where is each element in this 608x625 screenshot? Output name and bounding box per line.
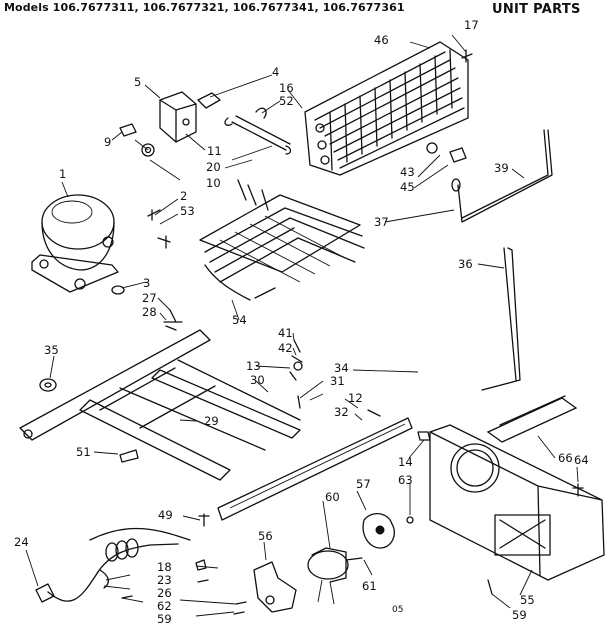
callout-23: 23: [157, 573, 172, 587]
page-code: 05: [392, 605, 404, 615]
callout-46: 46: [374, 33, 389, 47]
callout-59-right: 59: [512, 608, 527, 622]
callout-66: 66: [558, 451, 573, 465]
callout-35: 35: [44, 343, 59, 357]
bracket-part-56: [253, 561, 297, 613]
callout-27: 27: [142, 291, 157, 305]
wire-part-18-23-26: [89, 527, 209, 599]
bracket-part-4: [197, 92, 221, 109]
callout-29: 29: [204, 414, 219, 428]
relay-box-part-5: [159, 91, 197, 143]
rail-part-32: [217, 417, 413, 521]
tube-part-37: [451, 129, 553, 223]
screws-parts-62-59: [233, 601, 247, 615]
callout-10: 10: [206, 176, 221, 190]
callout-45: 45: [400, 180, 415, 194]
callout-24: 24: [14, 535, 29, 549]
evaporator-part-54: [199, 179, 365, 301]
grommet-part-3: [111, 285, 125, 295]
callout-14: 14: [398, 455, 413, 469]
callout-59-left: 59: [157, 612, 172, 625]
callout-leaders: [25, 34, 579, 617]
callout-52: 52: [279, 94, 294, 108]
screw-part-59-right: [487, 579, 493, 595]
washer-part-63: [406, 516, 414, 524]
grommet-part-10: [141, 143, 155, 157]
clip-part-43-45: [426, 142, 467, 163]
callout-39: 39: [494, 161, 509, 175]
callout-labels: 1 2 3 4 5 9 10 11 12 13 14 16 17 18 20 2…: [14, 18, 589, 625]
clip-part-14: [417, 431, 431, 441]
compressor-part-1: [31, 194, 119, 293]
clip-part-51: [119, 449, 139, 463]
diagram-title: UNIT PARTS: [492, 2, 581, 17]
condenser-part-46: [304, 41, 469, 176]
callout-30: 30: [250, 373, 265, 387]
callout-49: 49: [158, 508, 173, 522]
screw-part-12: [367, 409, 381, 417]
callout-11: 11: [207, 144, 222, 158]
callout-18: 18: [157, 560, 172, 574]
callout-53: 53: [180, 204, 195, 218]
callout-63: 63: [398, 473, 413, 487]
screw-part-53: [157, 235, 171, 249]
screw-part-27-28: [163, 309, 183, 331]
callout-56: 56: [258, 529, 273, 543]
screws-parts-41-42-13-31: [289, 339, 303, 409]
callout-12: 12: [348, 391, 363, 405]
callout-42: 42: [278, 341, 293, 355]
callout-26: 26: [157, 586, 172, 600]
callout-34: 34: [334, 361, 349, 375]
callout-60: 60: [325, 490, 340, 504]
callout-62: 62: [157, 599, 172, 613]
callout-3: 3: [143, 276, 150, 290]
callout-55: 55: [520, 593, 535, 607]
callout-5: 5: [134, 75, 141, 89]
callout-13: 13: [246, 359, 261, 373]
callout-61: 61: [362, 579, 377, 593]
callout-31: 31: [330, 374, 345, 388]
tube-part-36: [481, 247, 521, 391]
callout-51: 51: [76, 445, 91, 459]
callout-32: 32: [334, 405, 349, 419]
callout-9: 9: [104, 135, 111, 149]
bracket-part-66: [486, 395, 578, 443]
callout-64: 64: [574, 453, 589, 467]
callout-20: 20: [206, 160, 221, 174]
callout-36: 36: [458, 257, 473, 271]
fan-motor-part-60: [307, 547, 363, 605]
drier-part-52: [224, 107, 292, 155]
callout-54: 54: [232, 313, 247, 327]
callout-37: 37: [374, 215, 389, 229]
screw-part-2: [147, 209, 161, 221]
callout-2: 2: [180, 189, 187, 203]
callout-1: 1: [59, 167, 66, 181]
models-line: Models 106.7677311, 106.7677321, 106.767…: [4, 1, 405, 14]
callout-43: 43: [400, 165, 415, 179]
overload-part-9: [119, 123, 137, 137]
callout-28: 28: [142, 305, 157, 319]
fan-blade-part-57: [362, 513, 395, 549]
callout-57: 57: [356, 477, 371, 491]
screw-part-64: [572, 483, 584, 497]
screw-part-49: [198, 513, 210, 527]
grommet-part-35: [39, 378, 57, 392]
callout-17: 17: [464, 18, 479, 32]
callout-4: 4: [272, 65, 279, 79]
fan-bracket-part-55: [429, 424, 605, 581]
callout-16: 16: [279, 81, 294, 95]
callout-41: 41: [278, 326, 293, 340]
base-frame-part-29-30: [19, 329, 301, 481]
